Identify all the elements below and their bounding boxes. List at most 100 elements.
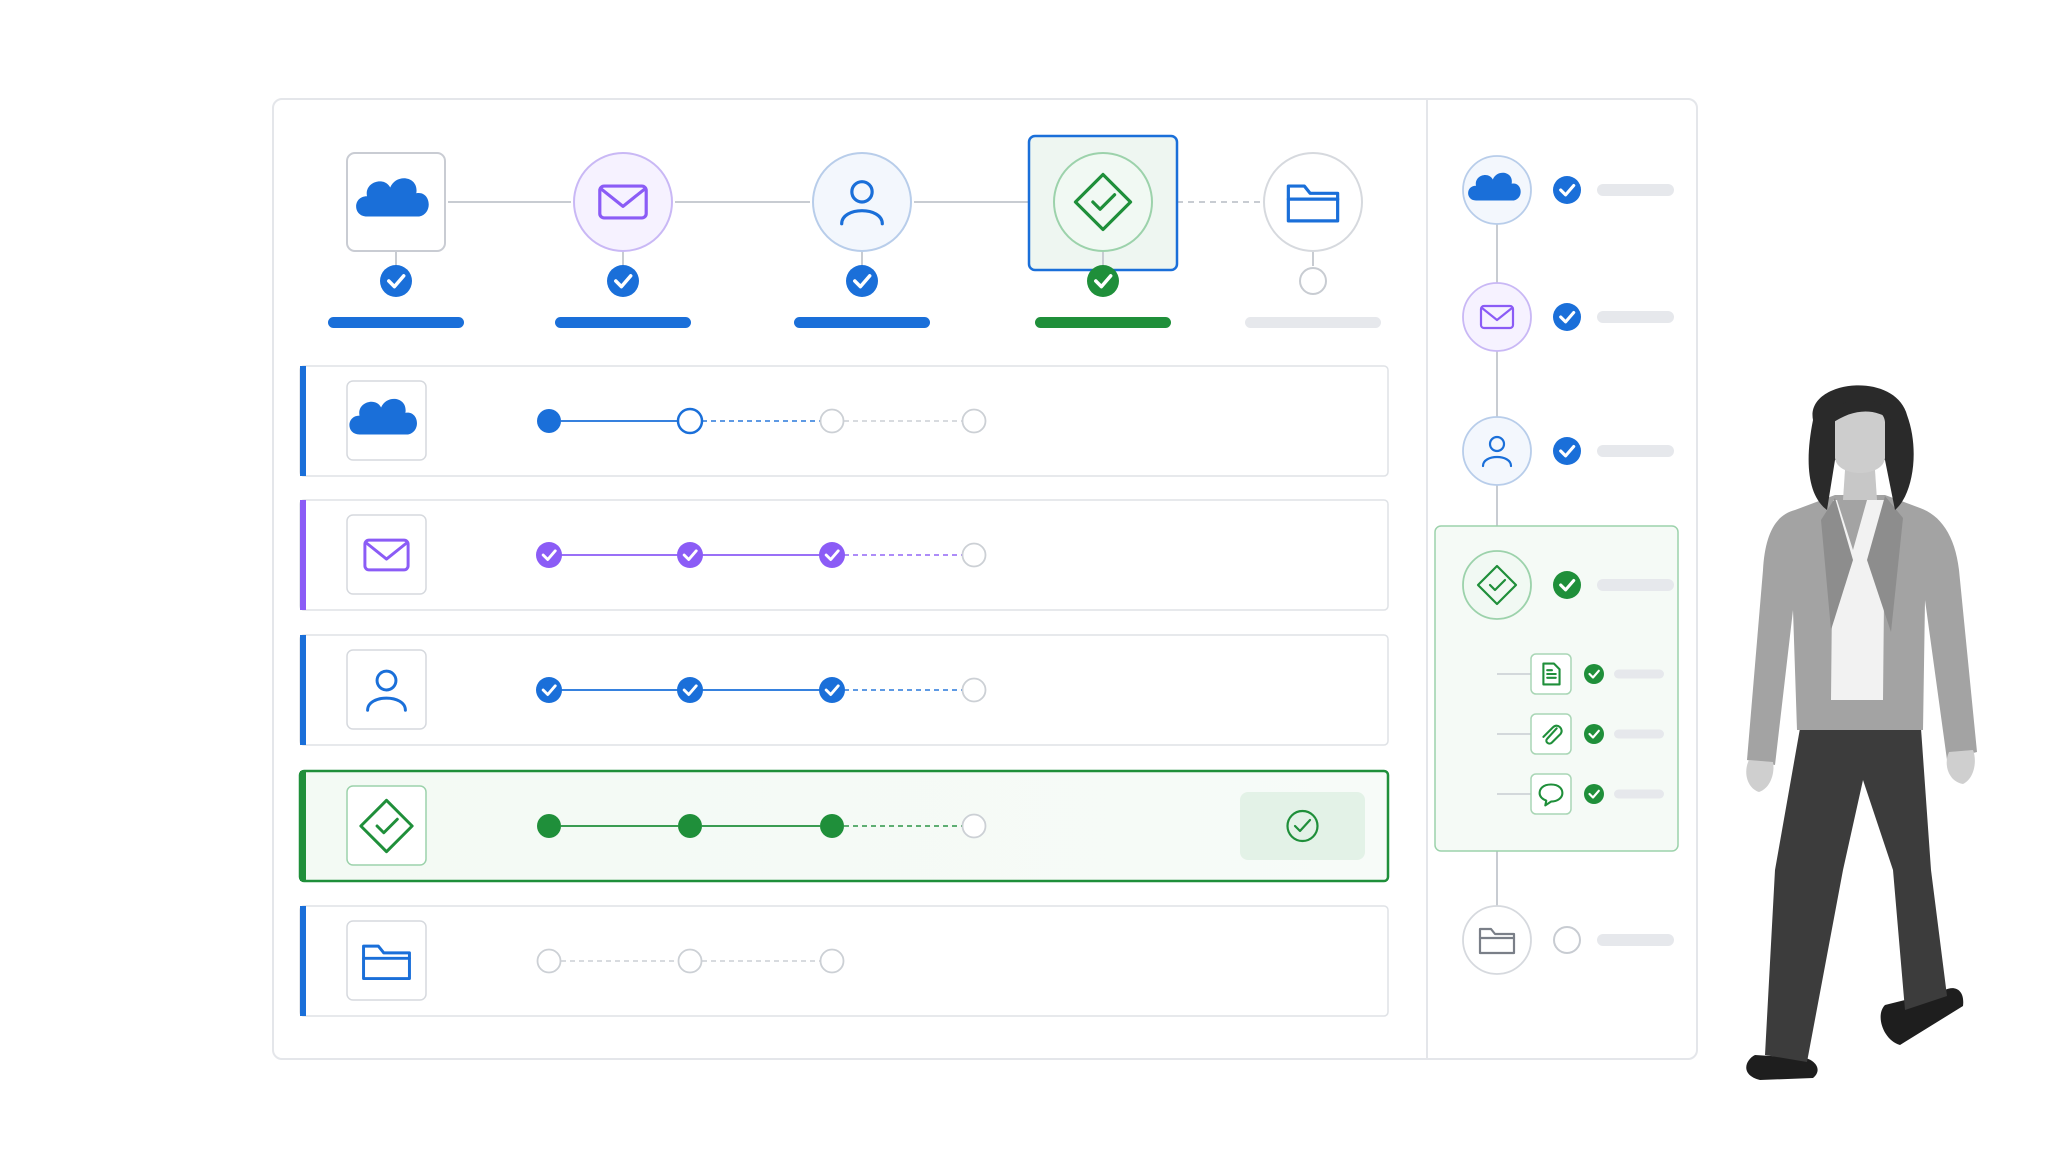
step-node-empty <box>536 948 562 974</box>
status-check-icon <box>1553 303 1581 331</box>
workflow-row[interactable] <box>299 634 1389 746</box>
status-check-icon <box>607 265 639 297</box>
side-step-frame <box>1462 550 1532 620</box>
side-step-folder[interactable] <box>1462 905 1674 975</box>
side-step-mail[interactable] <box>1462 282 1674 352</box>
step-node-empty <box>961 408 987 434</box>
header-step-cloud[interactable] <box>328 152 464 328</box>
mail-icon <box>598 184 648 220</box>
paperclip-icon <box>1542 724 1563 745</box>
diamond-check-icon <box>1476 564 1518 606</box>
neck <box>1843 470 1877 500</box>
step-node-empty <box>819 948 845 974</box>
step-node-check-icon <box>536 542 562 568</box>
step-node-empty <box>819 408 845 434</box>
header-stepper <box>328 134 1381 328</box>
mail-icon <box>363 538 410 572</box>
row-accent-bar <box>300 771 306 881</box>
step-node-check-icon <box>677 542 703 568</box>
placeholder-bar <box>1597 579 1674 591</box>
header-step-mail[interactable] <box>555 152 691 328</box>
folder-icon <box>1286 184 1340 223</box>
step-node-open <box>676 407 704 435</box>
side-step-frame <box>1462 282 1532 352</box>
workflow-row[interactable] <box>299 499 1389 611</box>
side-step-diamond-check[interactable] <box>1462 550 1674 815</box>
walking-person-figure <box>1746 385 1977 1080</box>
trousers <box>1765 700 1947 1062</box>
step-node-filled <box>820 814 844 838</box>
placeholder-bar <box>1597 311 1674 323</box>
row-accent-bar <box>300 635 306 745</box>
workflow-row[interactable] <box>299 905 1389 1017</box>
step-node-empty <box>961 542 987 568</box>
header-step-user[interactable] <box>794 152 930 328</box>
substep-paperclip[interactable] <box>1497 713 1664 755</box>
workflow-row[interactable] <box>299 365 1389 477</box>
hair-front <box>1831 399 1891 424</box>
lapel-left <box>1821 498 1853 630</box>
comment-icon <box>1538 783 1564 807</box>
placeholder-bar <box>1597 445 1674 457</box>
progress-bar <box>328 317 464 328</box>
cloud-icon <box>349 398 417 435</box>
header-step-diamond-check[interactable] <box>1027 134 1179 328</box>
substep-tile <box>1530 773 1572 815</box>
hand-right <box>1946 750 1975 784</box>
cloud-icon <box>356 178 429 217</box>
row-icon-tile <box>346 920 427 1001</box>
placeholder-bar <box>1614 789 1664 799</box>
step-node-filled <box>537 409 561 433</box>
progress-bar <box>1245 317 1381 328</box>
step-node-check-icon <box>536 677 562 703</box>
step-node-empty <box>677 948 703 974</box>
row-icon-tile <box>346 785 427 866</box>
workflow-rows <box>298 365 1390 1017</box>
user-icon <box>1481 435 1513 468</box>
step-node-filled <box>537 814 561 838</box>
step-frame <box>1263 152 1363 252</box>
approved-badge[interactable] <box>1240 792 1365 860</box>
placeholder-bar <box>1597 934 1674 946</box>
step-frame <box>573 152 673 252</box>
progress-bar <box>1035 317 1171 328</box>
row-accent-bar <box>300 500 306 610</box>
face <box>1835 405 1885 473</box>
placeholder-bar <box>1614 729 1664 739</box>
step-node-empty <box>961 813 987 839</box>
panel-divider <box>1426 98 1428 1060</box>
status-check-icon <box>1584 784 1604 804</box>
approved-badge-bg <box>1240 792 1365 860</box>
progress-bar <box>555 317 691 328</box>
placeholder-bar <box>1614 669 1664 679</box>
document-icon <box>1542 662 1561 686</box>
status-check-icon <box>1584 724 1604 744</box>
user-icon <box>840 180 884 226</box>
step-node-empty <box>961 677 987 703</box>
circle-check-icon <box>1286 809 1319 843</box>
row-icon-tile <box>346 514 427 595</box>
workflow-row[interactable] <box>298 769 1390 883</box>
row-accent-bar <box>300 906 306 1016</box>
status-check-icon <box>380 265 412 297</box>
status-check-icon <box>1087 265 1119 297</box>
shoe-left <box>1746 1055 1818 1080</box>
diamond-check-icon <box>1073 172 1133 232</box>
side-step-cloud[interactable] <box>1462 155 1674 225</box>
side-step-frame <box>1462 905 1532 975</box>
header-step-folder[interactable] <box>1245 152 1381 328</box>
side-step-user[interactable] <box>1462 416 1674 486</box>
status-pending-icon <box>1299 267 1327 295</box>
status-check-icon <box>1553 571 1581 599</box>
folder-icon <box>1478 927 1516 955</box>
progress-bar <box>794 317 930 328</box>
status-check-icon <box>846 265 878 297</box>
status-check-icon <box>1553 437 1581 465</box>
hand-left <box>1746 760 1774 792</box>
step-node-check-icon <box>819 677 845 703</box>
step-node-filled <box>678 814 702 838</box>
substep-document[interactable] <box>1497 653 1664 695</box>
substep-comment[interactable] <box>1497 773 1664 815</box>
status-check-icon <box>1584 664 1604 684</box>
